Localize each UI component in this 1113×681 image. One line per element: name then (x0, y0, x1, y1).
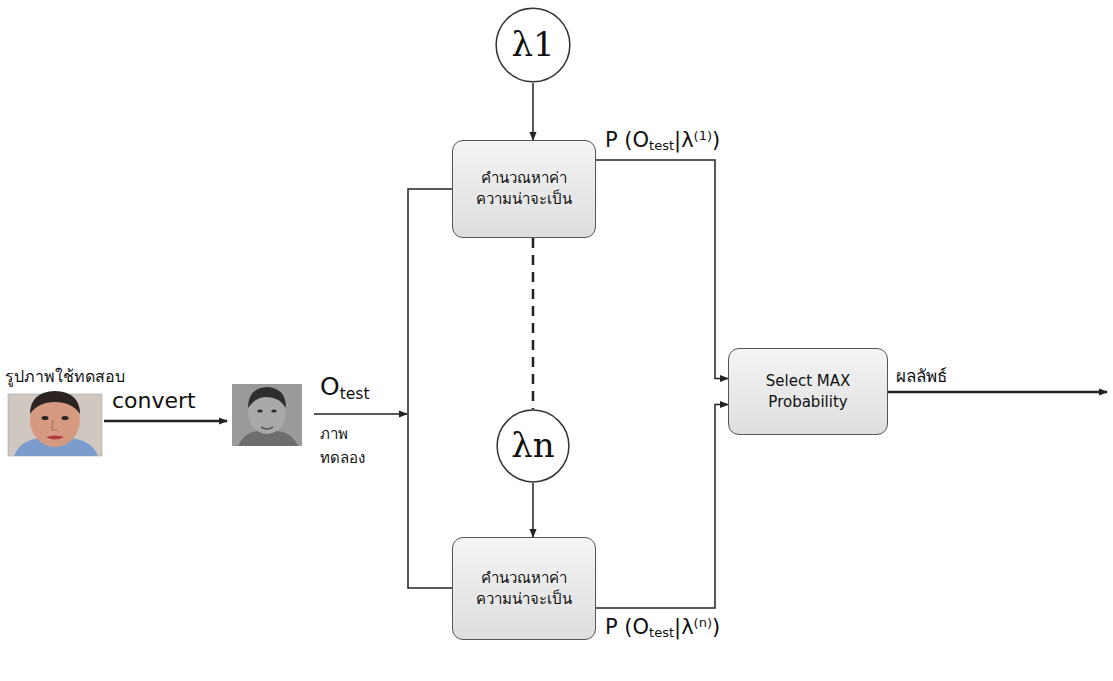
model-circle: λn (496, 409, 570, 483)
model-circle: λ1 (495, 7, 571, 83)
connector (532, 483, 534, 537)
box-text: คำนวณหาค่า ความน่าจะเป็น (463, 168, 585, 210)
input-label: รูปภาพใช้ทดสอบ (5, 364, 125, 389)
model-symbol: λ1 (511, 26, 554, 63)
box-text: คำนวณหาค่า ความน่าจะเป็น (463, 568, 585, 610)
connector (532, 238, 535, 409)
test-photo (8, 391, 102, 456)
note-label: ภาพ ทดลอง (320, 422, 372, 470)
convert-label: convert (112, 388, 196, 413)
connector (596, 405, 728, 609)
input-arrow (314, 413, 407, 415)
convert-arrow (104, 420, 227, 423)
edge-label: P (Otest|λ(1)) (602, 127, 723, 154)
process-box: คำนวณหาค่า ความน่าจะเป็น (452, 537, 596, 640)
select-box: Select MAX Probability (728, 348, 888, 435)
edge-label: P (Otest|λ(n)) (602, 614, 723, 641)
result-label: ผลลัพธ์ (896, 362, 947, 389)
connector (596, 160, 728, 379)
process-box: คำนวณหาค่า ความน่าจะเป็น (452, 140, 596, 238)
model-symbol: λn (511, 427, 554, 464)
output-arrow (888, 391, 1107, 394)
gray-photo (232, 384, 302, 446)
box-text: Select MAX Probability (739, 371, 877, 413)
signal-name: Otest (320, 372, 369, 401)
input-bus (408, 189, 452, 588)
connector (532, 83, 534, 140)
